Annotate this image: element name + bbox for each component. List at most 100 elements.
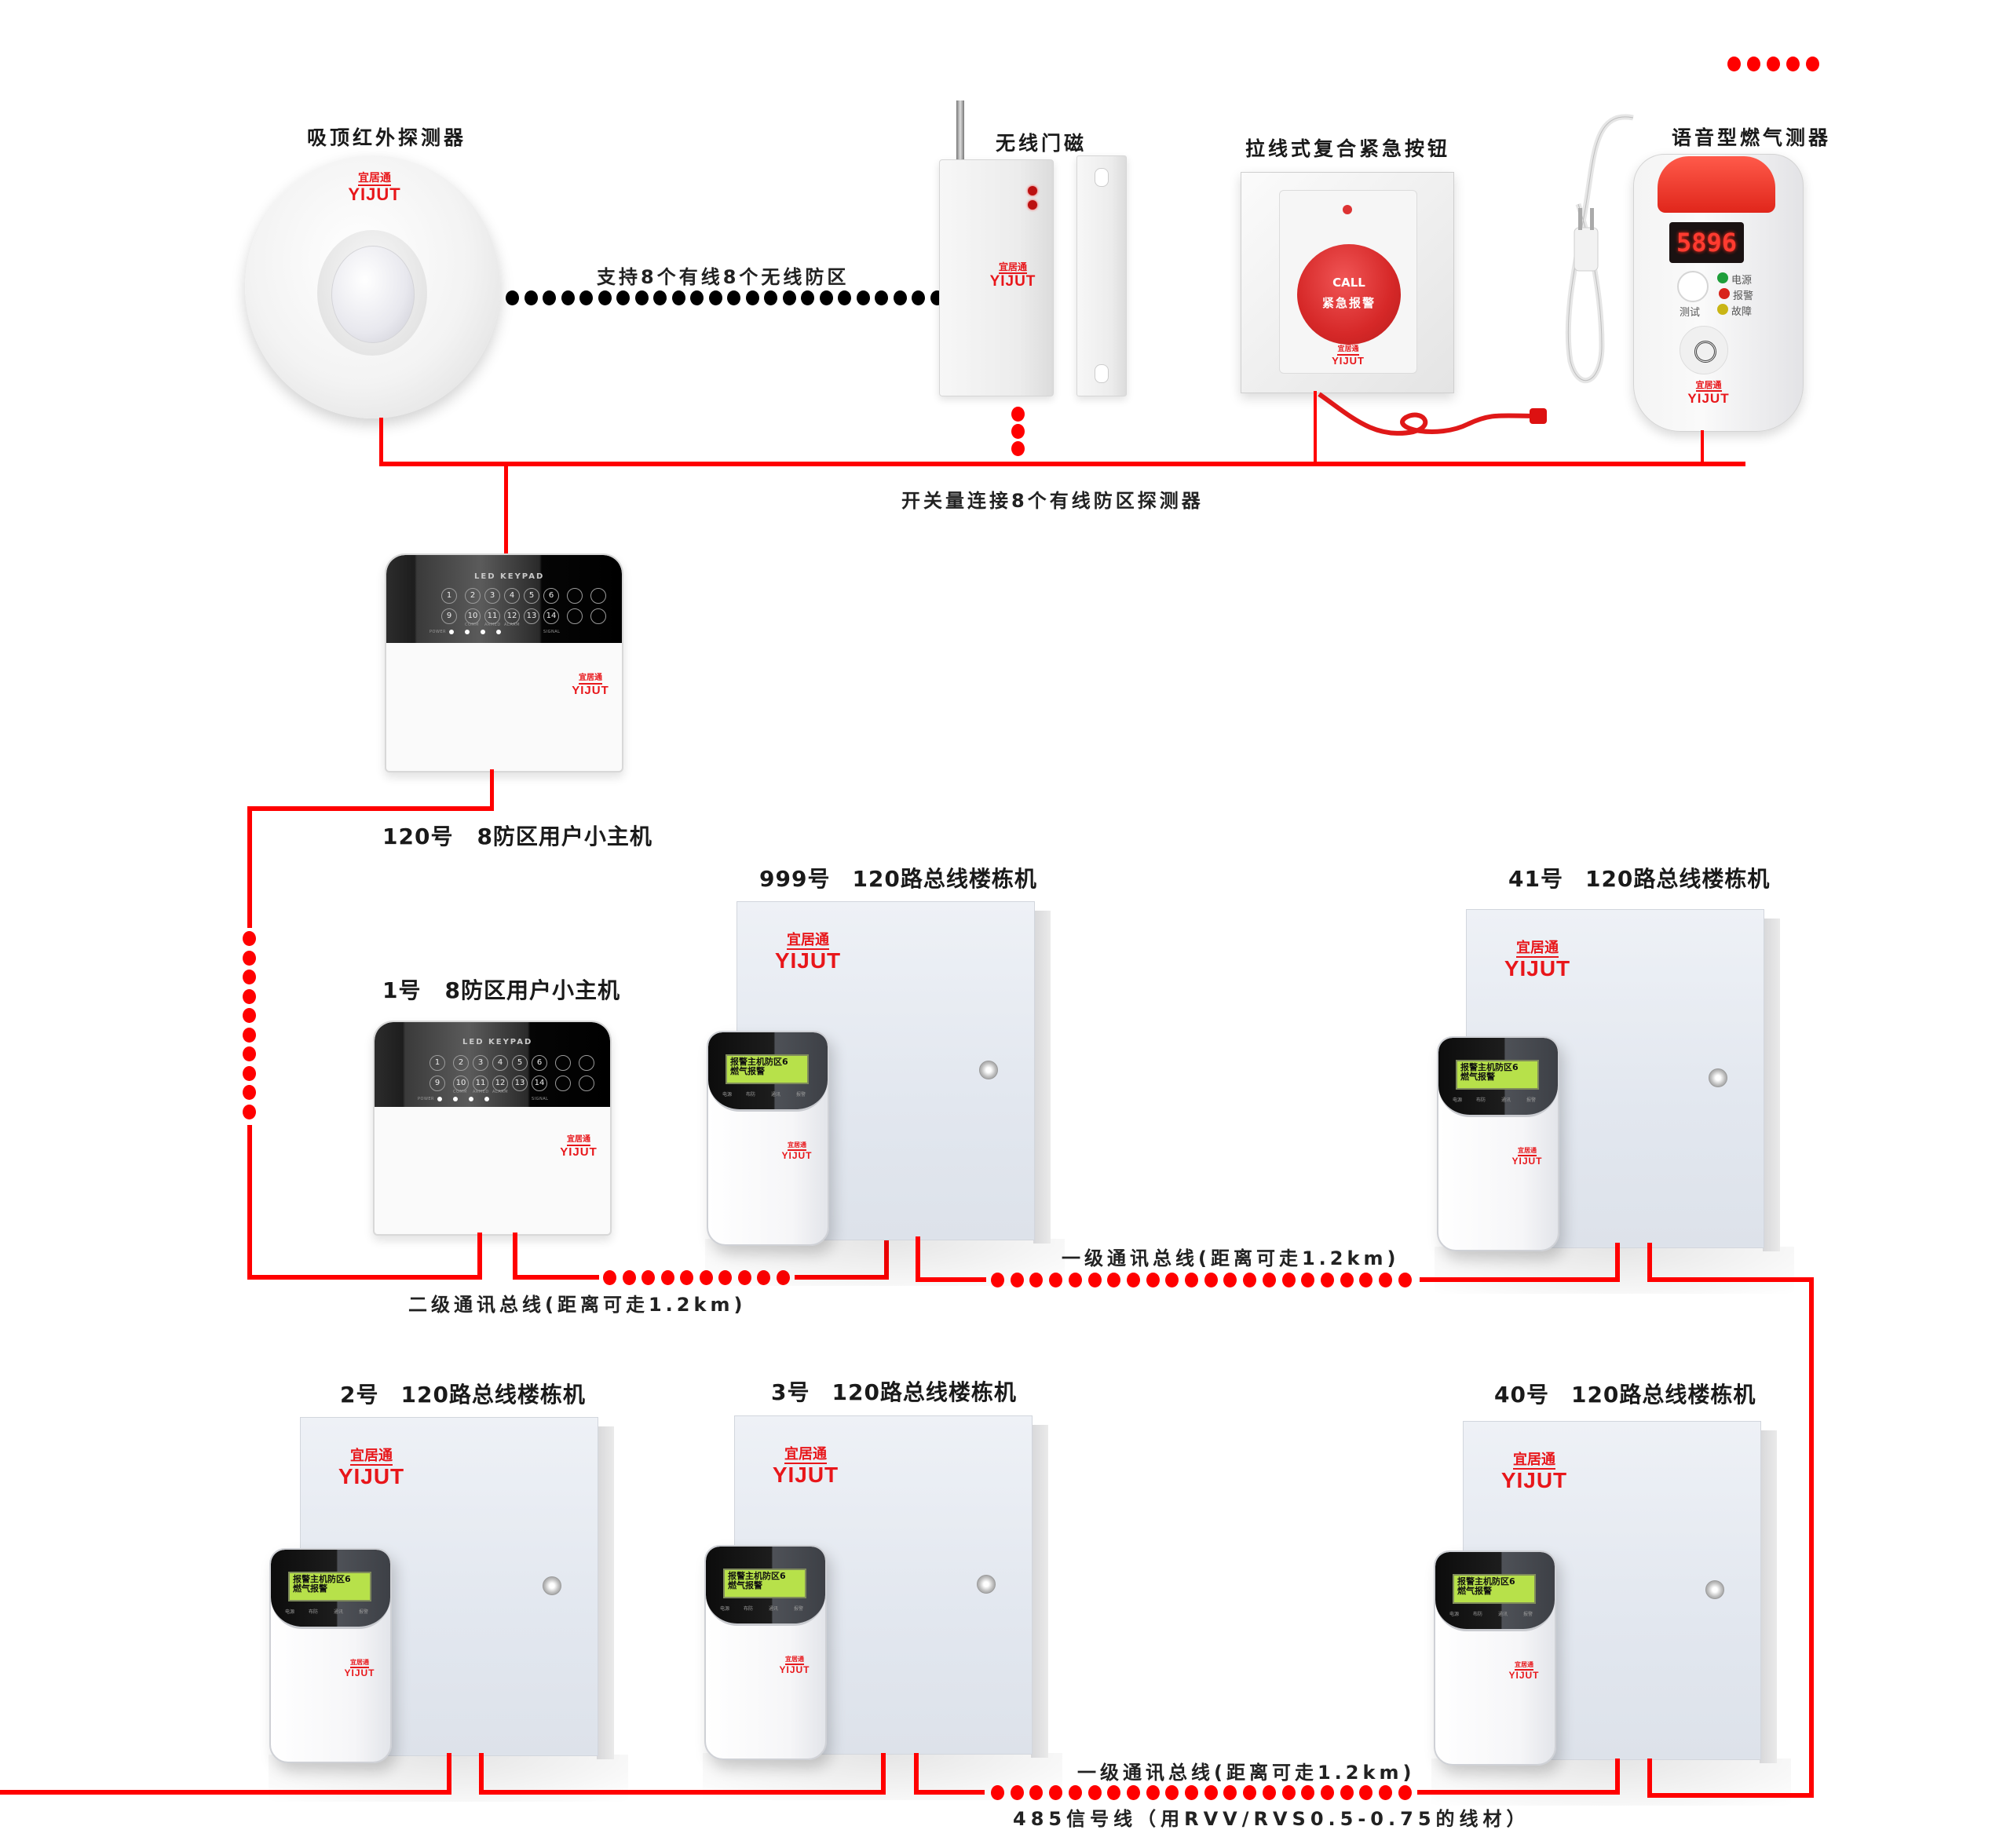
host-number: 40号: [1494, 1382, 1549, 1408]
secondary-bus-annotation: 二级通讯总线(距离可走1.2km): [408, 1294, 747, 1316]
host-name: 120路总线楼栋机: [1585, 866, 1771, 892]
keypad-status-label: COMM: [453, 1090, 468, 1094]
alarm-indicator-icon: [1719, 288, 1730, 299]
wire-41-out: [1647, 1243, 1652, 1282]
cabinet-lock-icon[interactable]: [1705, 1580, 1724, 1599]
wire-3-in: [881, 1753, 886, 1795]
keypad-status-led: [469, 1097, 473, 1101]
cabinet-side: [1763, 919, 1780, 1251]
keypad-zone-indicator: 13: [512, 1076, 528, 1091]
wire-dot: [1243, 1785, 1257, 1800]
wire-dot: [634, 290, 649, 305]
wire-dot: [1204, 1273, 1218, 1287]
wire-40-out: [1647, 1759, 1652, 1798]
keypad-zone-indicator: [579, 1055, 594, 1071]
keypad-zone-indicator: [590, 608, 606, 624]
wire-dot: [1068, 1273, 1082, 1287]
alarm-indicator-label: 报警: [1733, 290, 1754, 302]
wire-dot: [1359, 1785, 1373, 1800]
cabinet-lock-icon[interactable]: [543, 1576, 561, 1595]
keypad-zone-indicator: 11: [473, 1076, 488, 1091]
keypad-status-led: [481, 630, 485, 634]
cabinet-lock-icon[interactable]: [977, 1575, 996, 1594]
wire-pir-drop: [379, 418, 383, 466]
wire-dot: [1010, 1273, 1024, 1287]
test-button[interactable]: [1677, 271, 1709, 302]
cabinet-lock-icon[interactable]: [979, 1061, 998, 1079]
keypad-status-led: [484, 1097, 489, 1101]
wire-dot: [1011, 441, 1025, 456]
lcd-line-1: 报警主机防区6: [1460, 1062, 1519, 1072]
wire-dot: [1029, 1785, 1044, 1800]
wire-secondary-bottom-right: [513, 1275, 599, 1280]
wire-2-to-3: [479, 1790, 886, 1795]
wire-dot: [1223, 1273, 1237, 1287]
keypad-zone-indicator: 4: [492, 1055, 508, 1071]
panic-button-label: 拉线式复合紧急按钮: [1245, 137, 1451, 160]
power-indicator-icon: [1717, 272, 1728, 283]
wire-secondary-left-lower: [247, 1125, 252, 1279]
wire-dot: [801, 290, 814, 305]
wire-secondary-left-upper: [247, 806, 252, 928]
wire-dot: [1011, 424, 1025, 439]
brand-logo: 宜居通 YIJUT: [560, 1135, 598, 1159]
wire-lower-left-entry: [0, 1790, 451, 1795]
pir-lens: [331, 246, 415, 343]
keypad-zone-indicator: 10: [453, 1076, 469, 1091]
keypad-zone-indicator: 5: [524, 588, 539, 604]
keypad-status-label: ALARM: [492, 1090, 509, 1094]
gas-concentration-display: 5896: [1669, 222, 1744, 263]
wire-dot: [1107, 1273, 1121, 1287]
door-sensor-transmitter: 宜居通 YIJUT: [939, 159, 1054, 396]
brand-en: YIJUT: [772, 1463, 839, 1487]
keypad-zone-indicator: 6: [543, 588, 559, 604]
keypad-status-label: POWER: [418, 1097, 435, 1101]
controller-indicator-label: 布防: [1473, 1612, 1483, 1617]
host-name: 120路总线楼栋机: [400, 1382, 586, 1408]
wire-dot: [1359, 1273, 1373, 1287]
wire-dot: [893, 290, 907, 305]
brand-cn: 宜居通: [787, 932, 829, 950]
keypad-status-led: [496, 630, 501, 634]
test-button-label: 测试: [1680, 307, 1701, 319]
wire-dot: [875, 290, 888, 305]
cabinet-lock-icon[interactable]: [1709, 1068, 1727, 1087]
wire-dot: [718, 1270, 732, 1285]
brand-cn: 宜居通: [1513, 1452, 1555, 1470]
keypad-zone-indicator: [567, 588, 583, 604]
wire-dot: [991, 1785, 1004, 1800]
led-indicator: [1028, 186, 1037, 195]
wire-dot: [1398, 1273, 1412, 1287]
wire-dot: [243, 970, 256, 984]
lcd-line-2: 燃气报警: [728, 1580, 762, 1591]
wire-dot: [764, 290, 777, 305]
gas-detector-body: 5896 测试 电源 报警 故障 宜居通 YIJUT: [1633, 154, 1804, 432]
controller-indicator-label: 报警: [359, 1609, 369, 1615]
controller-indicator-label: 布防: [1476, 1097, 1486, 1103]
controller-indicator-label: 通讯: [771, 1092, 781, 1097]
antenna-icon: [956, 100, 964, 162]
controller-indicator-label: 报警: [1526, 1097, 1537, 1103]
lcd-line-1: 报警主机防区6: [728, 1571, 786, 1581]
cabinet-shadow: [705, 1239, 1065, 1286]
wire-dot: [1747, 57, 1760, 71]
wire-dot: [671, 290, 685, 305]
lcd-line-2: 燃气报警: [293, 1583, 327, 1594]
emergency-call-button[interactable]: CALL 紧急报警: [1297, 244, 1401, 345]
wire-dot: [1087, 1785, 1102, 1800]
wire-dot: [616, 290, 630, 305]
host-name: 120路总线楼栋机: [832, 1379, 1017, 1405]
keypad-status-label: ARMED: [484, 623, 501, 627]
keypad-zone-indicator: 3: [473, 1055, 488, 1071]
wire-dot: [1767, 57, 1780, 71]
wire-dot: [641, 1270, 655, 1285]
fault-indicator-label: 故障: [1731, 306, 1753, 318]
